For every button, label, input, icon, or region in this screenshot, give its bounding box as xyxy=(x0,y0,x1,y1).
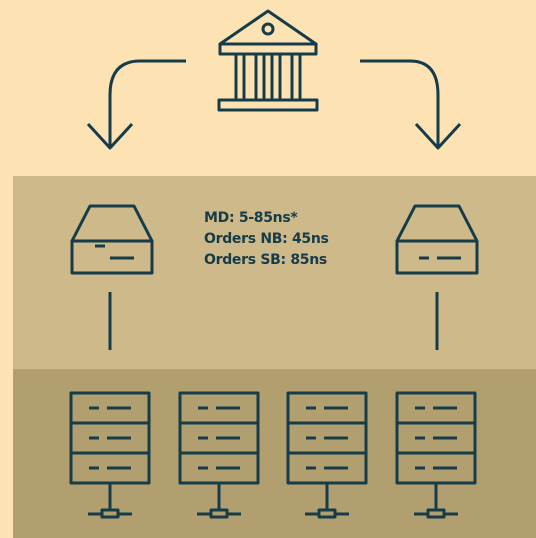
latency-figures: MD: 5-85ns* Orders NB: 45ns Orders SB: 8… xyxy=(204,208,329,271)
server-rack-icon xyxy=(286,391,368,519)
gateway-box-icon xyxy=(395,204,479,275)
server-rack-icon xyxy=(69,391,151,519)
gateway-box-icon xyxy=(70,204,154,275)
orders-sb-latency-label: Orders SB: 85ns xyxy=(204,252,327,268)
bank-building-icon xyxy=(217,9,319,112)
server-rack-icon xyxy=(395,391,477,519)
right-down-arrow xyxy=(360,59,462,150)
server-rack-icon xyxy=(178,391,260,519)
md-latency-label: MD: 5-85ns* xyxy=(204,210,298,226)
orders-nb-latency-label: Orders NB: 45ns xyxy=(204,231,329,247)
left-down-arrow xyxy=(86,59,186,150)
